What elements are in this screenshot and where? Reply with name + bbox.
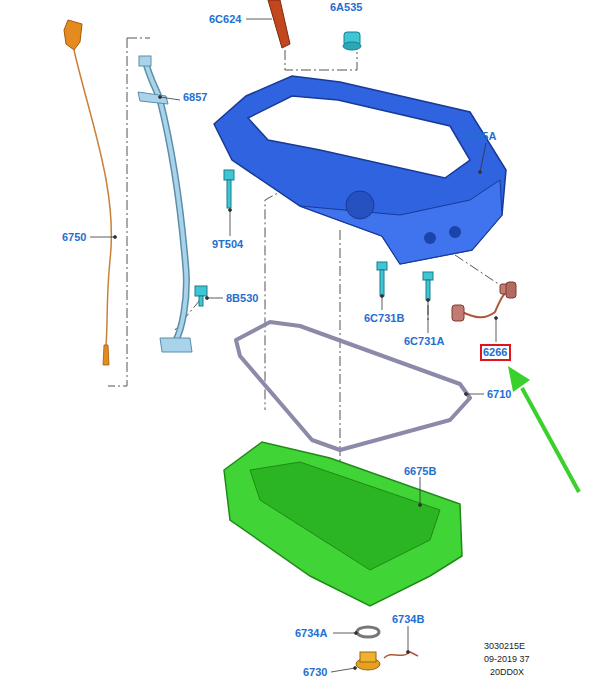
drain-plug	[356, 652, 380, 670]
highlighted-callout: 6266	[480, 344, 511, 361]
rod	[268, 0, 290, 48]
gasket	[236, 322, 470, 450]
callout-number: 6C731A	[404, 335, 444, 348]
sensor-wire	[384, 652, 418, 658]
drawing-reference: 3030215E	[484, 641, 525, 652]
callout-number: 8B530	[226, 292, 258, 305]
callout-number: 9T504	[212, 238, 243, 251]
callout-number: 6C731B	[364, 312, 404, 325]
callout-number: 6734A	[295, 627, 327, 640]
callout-number: 6675A	[464, 130, 496, 143]
callout-number: 6266	[483, 346, 508, 359]
callout-number: 6750	[62, 231, 86, 244]
callout-number: 6734B	[392, 613, 424, 626]
leader-lines	[90, 19, 498, 672]
callout-number: 6710	[487, 388, 511, 401]
drawing-reference: 20DD0X	[490, 667, 524, 678]
callout-number: 6675B	[404, 465, 436, 478]
callout-number: 6857	[183, 91, 207, 104]
pointer-arrow	[508, 366, 579, 492]
upper-oil-pan	[214, 76, 506, 264]
drawing-reference: 09-2019 37	[484, 654, 530, 665]
dipstick	[64, 20, 111, 365]
callout-number: 6A535	[330, 1, 362, 14]
washer	[357, 627, 379, 637]
cap	[343, 32, 361, 50]
bolts	[195, 170, 433, 306]
lower-oil-pan	[224, 442, 462, 606]
callout-number: 6730	[303, 666, 327, 679]
callout-number: 6C624	[209, 13, 241, 26]
sensor-harness	[452, 282, 516, 321]
